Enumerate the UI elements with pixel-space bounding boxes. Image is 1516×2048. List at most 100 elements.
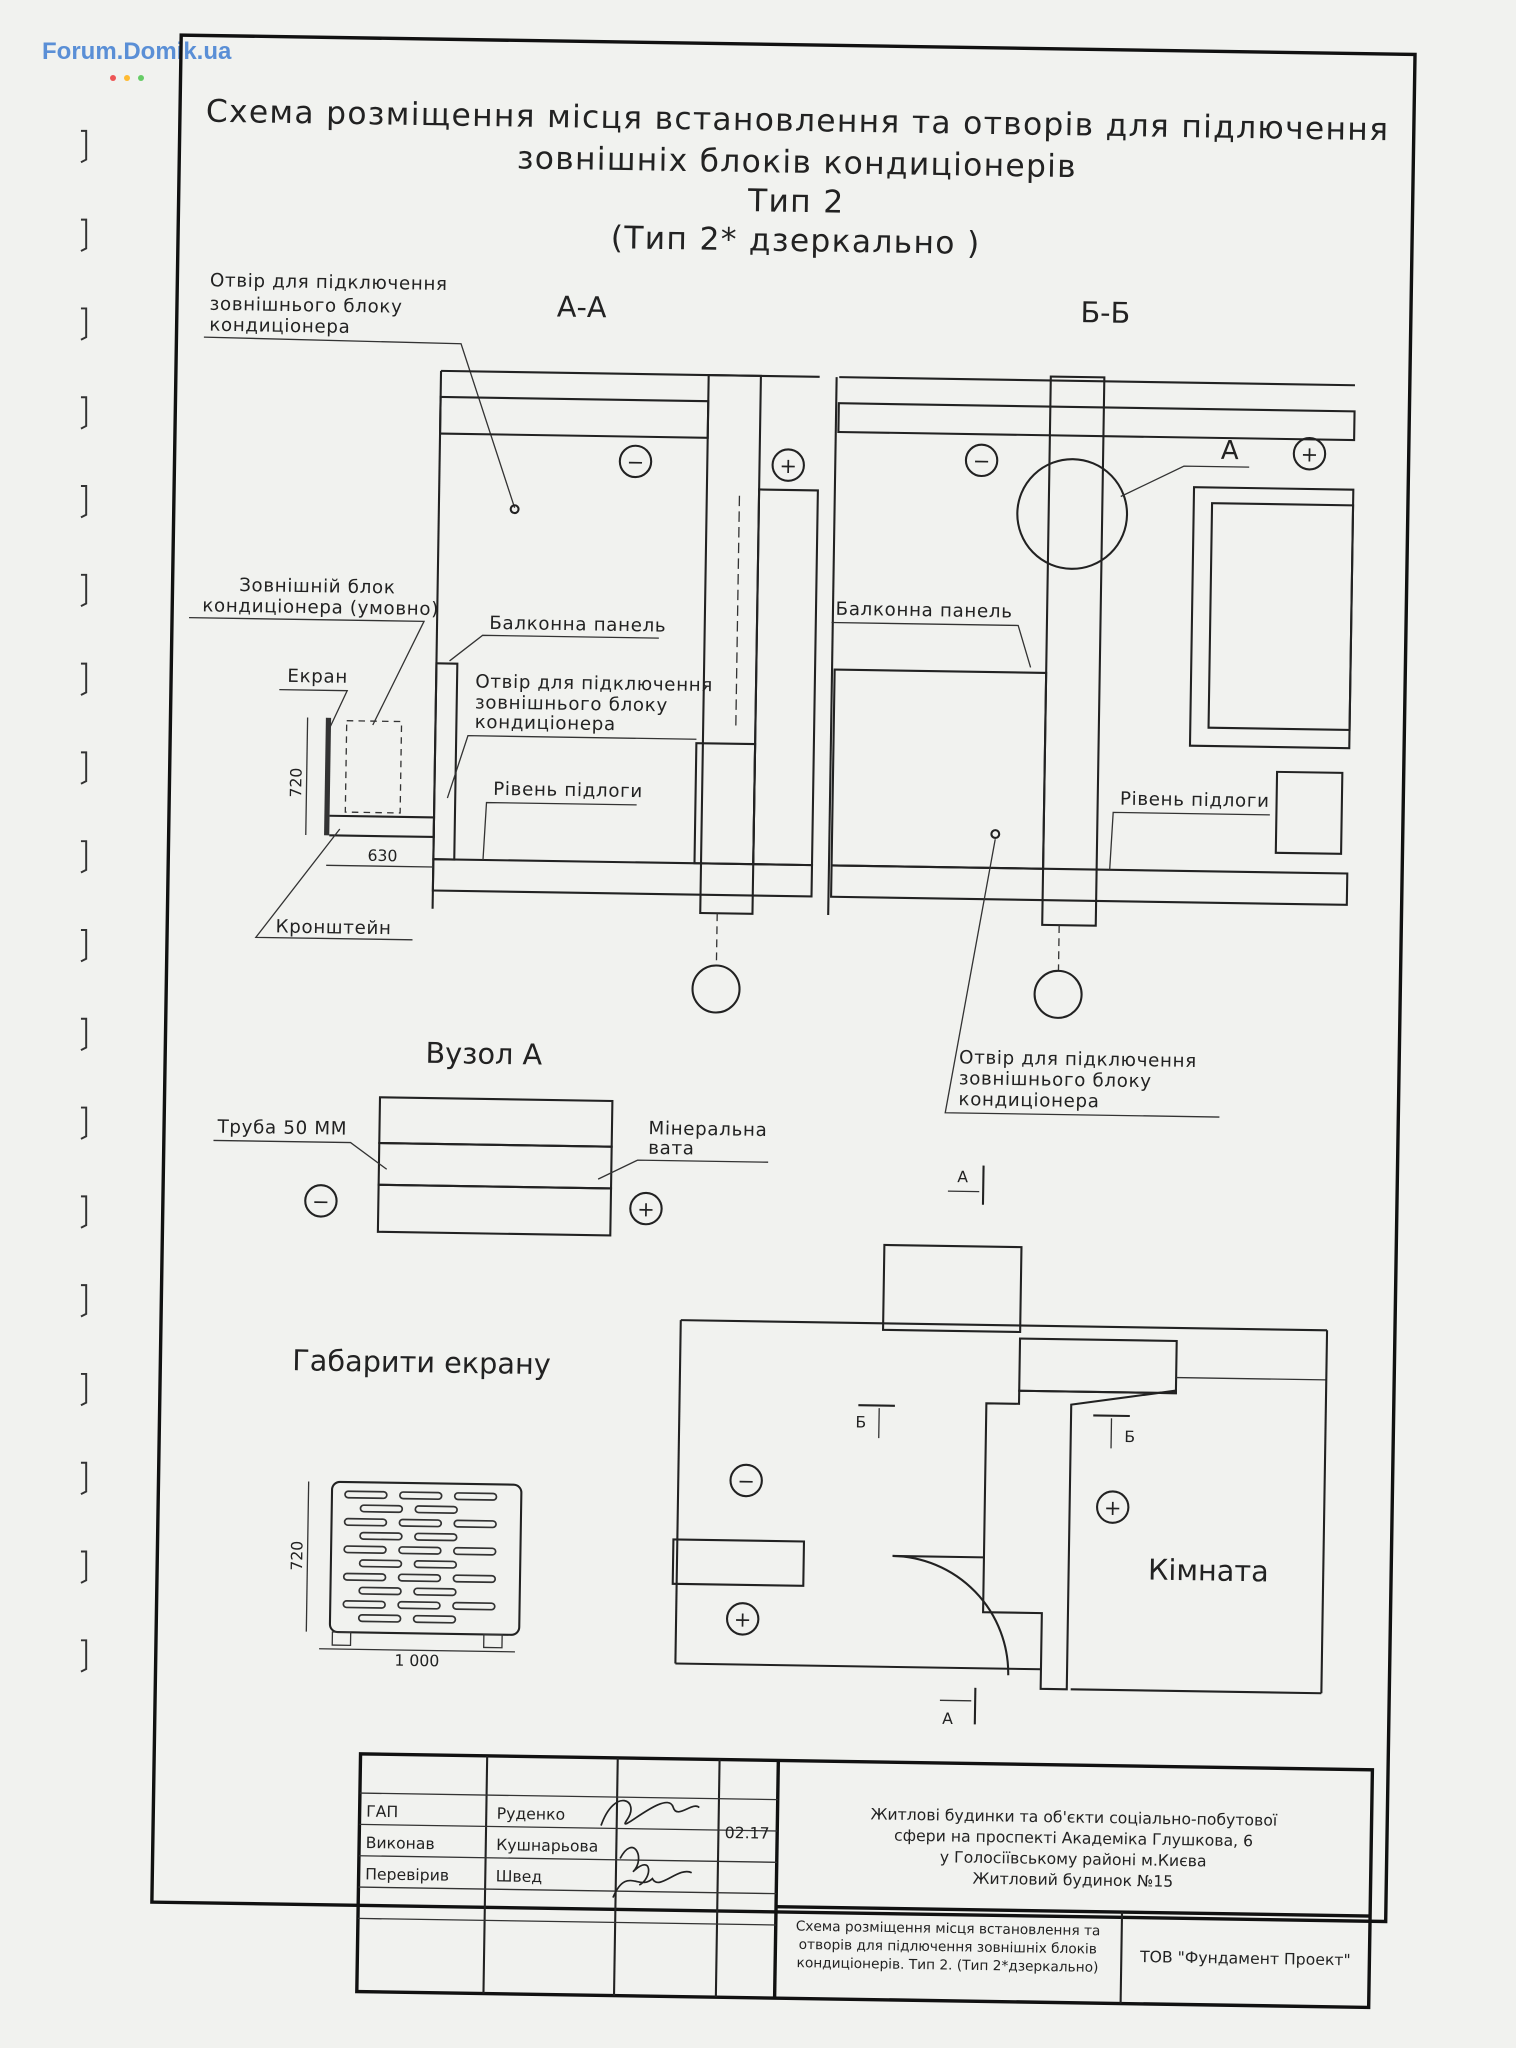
screen-slot [412,1614,457,1624]
screen-slot [414,1532,458,1542]
screen-slot [453,1519,497,1529]
minus-symbol: − [627,450,645,474]
label-bracket: Кронштейн [275,916,391,939]
binding-hole-mark [80,1017,88,1051]
company: ТОВ "Фундамент Проект" [1139,1947,1351,1969]
screen-dims-title: Габарити екрану [292,1343,551,1381]
callout-hole-top-3: кондиціонера [209,315,350,338]
screen-dimensions: Габарити екрану 720 1 000 [287,1343,551,1671]
binding-hole-mark [80,307,88,341]
role-executed: Виконав [366,1833,435,1853]
label-floor-level: Рівень підлоги [493,779,643,802]
sheet-1: Схема розміщення місця встановлення та [796,1919,1101,1940]
screen-height: 720 [287,1541,306,1571]
bb-callout-3: кондиціонера [958,1089,1099,1112]
plus-symbol: + [1104,1496,1122,1520]
screen-slot [342,1572,387,1582]
screen-slot [452,1546,497,1556]
binding-hole-mark [80,218,88,252]
callout-hole-low-3: кондиціонера [475,712,616,735]
title-line-2: зовнішніх блоків кондиціонерів [517,140,1078,185]
binding-hole-mark [80,662,88,696]
callout-unit-1: Зовнішній блок [239,575,396,598]
callout-unit-2: кондиціонера (умовно) [202,595,439,620]
section-bb-label: Б-Б [1080,295,1130,330]
screen-slot [413,1560,458,1569]
binding-hole-mark [80,396,88,430]
title-line-4: (Тип 2* дзеркально ) [611,220,981,262]
role-checked: Перевірив [365,1864,449,1884]
plus-symbol: + [734,1608,752,1632]
binding-hole-mark [80,129,88,164]
screen-slot [358,1586,402,1596]
label-screen: Екран [287,666,348,688]
screen-slot [414,1505,458,1514]
sheet-2: отворів для підлючення зовнішніх блоків [799,1937,1097,1958]
role-gap: ГАП [366,1802,398,1822]
screen-slot [343,1545,387,1554]
cut-a-top: А [957,1167,968,1186]
bb-floor-level: Рівень підлоги [1120,789,1270,812]
screen-slot [398,1546,442,1555]
screen-slot [359,1504,404,1514]
binding-hole-mark [80,929,88,963]
binding-marks [80,129,88,1673]
plus-symbol: + [779,454,797,478]
bb-balcony-panel: Балконна панель [835,599,1012,623]
minus-symbol: − [312,1190,330,1214]
screen-slot [358,1559,403,1568]
screen-slot [397,1600,441,1610]
screen-slot [342,1600,386,1609]
name-shved: Швед [496,1866,543,1886]
screen-width: 1 000 [394,1651,439,1671]
screen-slot [398,1518,443,1528]
label-pipe: Труба 50 ММ [216,1117,347,1140]
binding-hole-mark [80,485,88,519]
node-a: Вузол А Труба 50 ММ Мінеральна вата − + [213,1036,769,1237]
cut-b-right: Б [1124,1427,1135,1446]
section-bb: Б-Б А Балконна панель Рівень підлоги − +… [827,295,1356,1118]
callout-hole-low-2: зовнішнього блоку [475,692,668,716]
screen-slot [357,1613,402,1623]
title-line-1: Схема розміщення місця встановлення та о… [206,94,1390,149]
name-rudenko: Руденко [497,1804,566,1824]
screen-slot [399,1491,443,1501]
binding-hole-mark [80,1550,88,1584]
binding-hole-mark [80,1461,88,1495]
screen-slot [344,1490,388,1500]
bb-callout-1: Отвір для підключення [959,1047,1197,1072]
date: 02.17 [725,1823,770,1843]
screen-slot [452,1601,496,1611]
plus-symbol: + [1301,442,1319,466]
project-4: Житловий будинок №15 [972,1869,1173,1891]
name-kushnarova: Кушнарьова [496,1835,598,1856]
screen-slot [343,1517,388,1527]
binding-hole-mark [80,1639,88,1673]
minus-symbol: − [973,449,991,473]
screen-slot [453,1492,498,1501]
binding-hole-mark [80,1372,88,1407]
binding-hole-mark [80,1284,88,1318]
screen-slot [413,1587,457,1597]
title-block: ГАП Виконав Перевірив Руденко Кушнарьова… [355,1752,1375,2010]
binding-hole-mark [80,840,88,874]
callout-hole-top-1: Отвір для підключення [210,270,448,295]
section-aa-label: А-А [557,290,608,325]
label-wool-2: вата [648,1138,695,1160]
binding-hole-mark [80,751,88,785]
floor-plan: − + + Кімната А А Б Б [671,1165,1329,1728]
screen-slot [359,1531,403,1541]
bb-callout-2: зовнішнього блоку [959,1068,1152,1092]
minus-symbol: − [737,1469,755,1493]
cut-b-left: Б [855,1412,866,1431]
watermark: Forum.Domik.ua [42,38,232,65]
callout-hole-top-2: зовнішнього блоку [209,294,402,318]
dim-width-630: 630 [367,846,397,865]
watermark-dots [110,66,152,85]
binding-hole-mark [80,573,88,608]
label-wool-1: Мінеральна [648,1118,767,1141]
plus-symbol: + [637,1197,655,1221]
cut-a-bottom: А [942,1709,953,1728]
section-aa: А-А Отвір для підключення зовнішнього бл… [189,270,820,1014]
